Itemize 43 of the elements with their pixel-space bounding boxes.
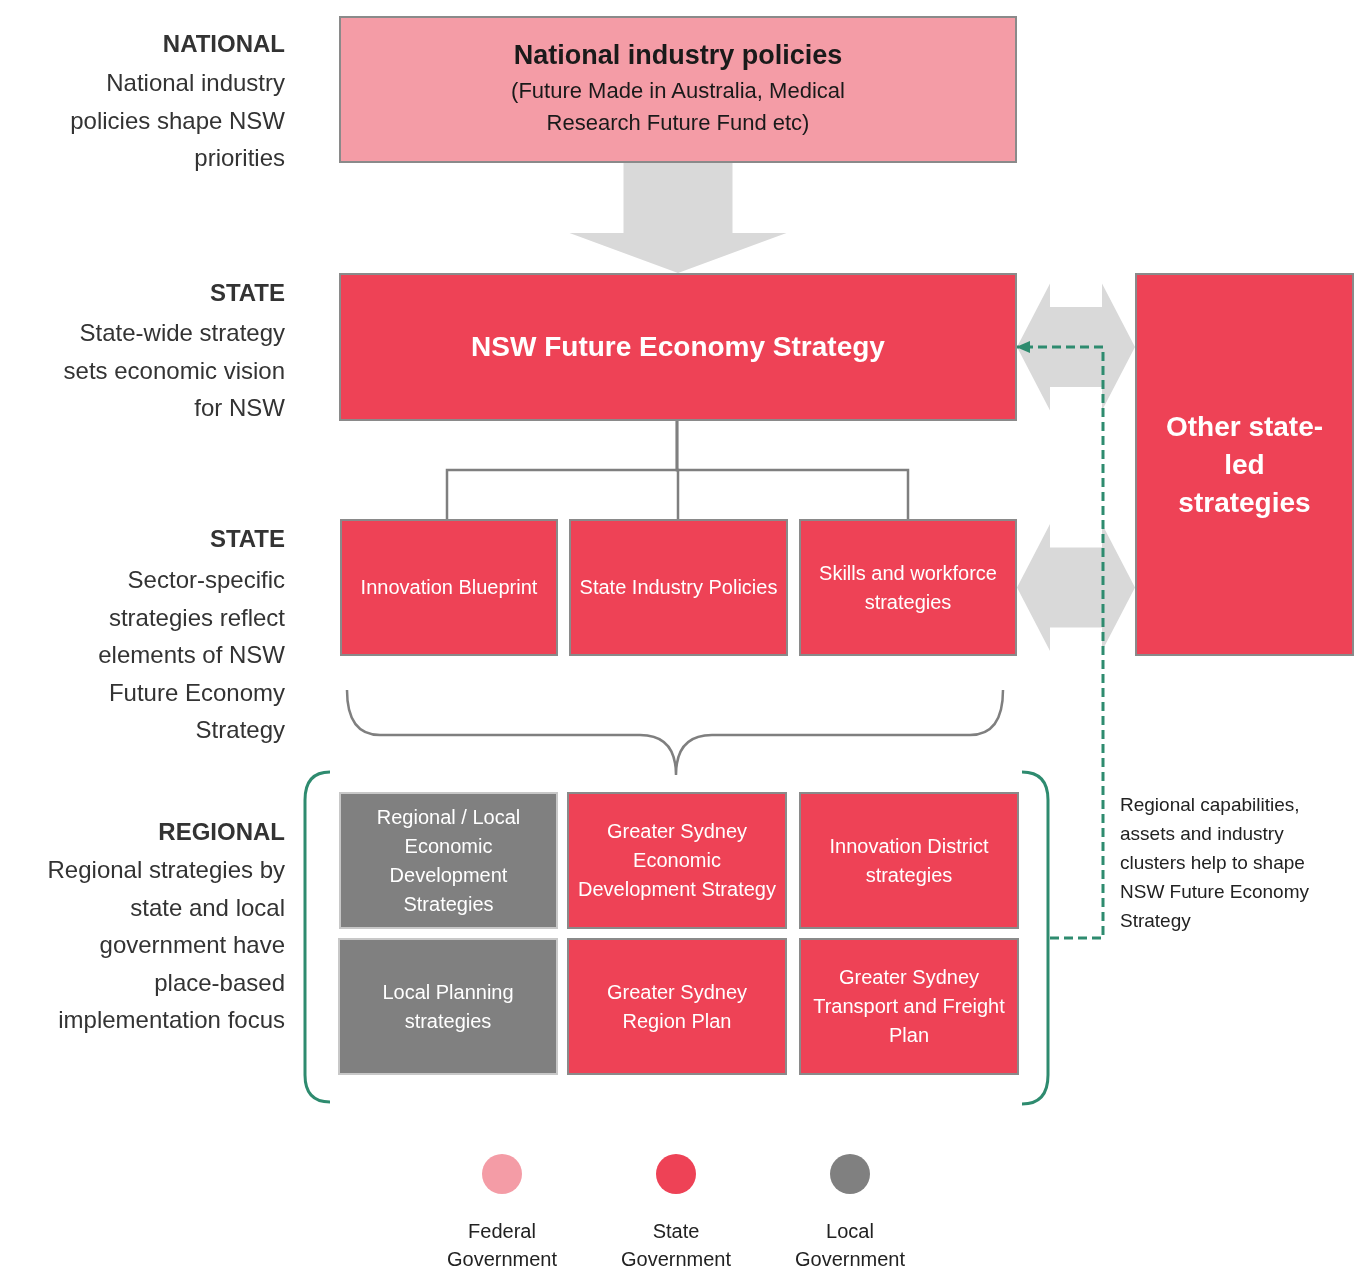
legend-label: Federal Government — [445, 1219, 559, 1272]
process-box — [567, 938, 787, 1075]
level-heading: REGIONAL — [157, 818, 285, 846]
box-label: Greater Sydney Region Plan — [605, 979, 749, 1034]
process-box — [569, 519, 788, 656]
process-box — [339, 792, 558, 929]
arrow — [1016, 341, 1105, 940]
legend-label: Local Government — [793, 1219, 907, 1272]
legend-label: State Government — [619, 1219, 733, 1272]
block-arrow — [569, 163, 787, 273]
box-label: Greater Sydney Economic Development Strategy — [577, 819, 777, 902]
level-heading: STATE — [208, 279, 285, 307]
block-arrow — [1017, 283, 1135, 411]
level-description: State-wide strategy sets economic vision for NSW — [62, 318, 285, 423]
bracket-group — [303, 770, 1050, 1106]
box-label: Greater Sydney Transport and Freight Plan — [812, 965, 1006, 1048]
box-label: Skills and workforce strategies — [818, 560, 998, 615]
process-box — [1135, 273, 1354, 656]
process-box — [799, 519, 1017, 656]
box-title: Other state-led strategies — [1164, 409, 1325, 520]
box-label: Innovation District strategies — [828, 833, 990, 888]
box-title: National industry policies — [513, 40, 843, 71]
connector-line — [675, 421, 910, 519]
box-label: Regional / Local Economic Development Strategies — [375, 804, 522, 917]
level-description: Regional strategies by state and local government have place-based implementation focus — [46, 855, 285, 1035]
box-title: NSW Future Economy Strategy — [470, 330, 886, 364]
process-box — [567, 792, 787, 929]
process-box — [799, 938, 1019, 1075]
box-label: State Industry Policies — [578, 575, 779, 600]
level-description: National industry policies shape NSW priorities — [69, 68, 285, 173]
level-heading: STATE — [208, 525, 285, 553]
process-box — [340, 519, 558, 656]
process-box — [338, 938, 558, 1075]
box-label: Local Planning strategies — [381, 979, 515, 1034]
process-box — [799, 792, 1019, 929]
level-description: Sector-specific strategies reflect elements of NSW Future Economy Strategy — [97, 565, 285, 745]
box-subtitle: (Future Made in Australia, Medical Research Future Fund etc) — [510, 77, 846, 137]
block-arrow — [1017, 524, 1135, 651]
process-box — [339, 16, 1017, 163]
box-label: Innovation Blueprint — [359, 575, 539, 600]
process-box — [339, 273, 1017, 421]
level-heading: NATIONAL — [161, 30, 285, 58]
annotation-text: Regional capabilities, assets and industry clusters help to shape NSW Future Economy Strategy — [1120, 793, 1310, 933]
